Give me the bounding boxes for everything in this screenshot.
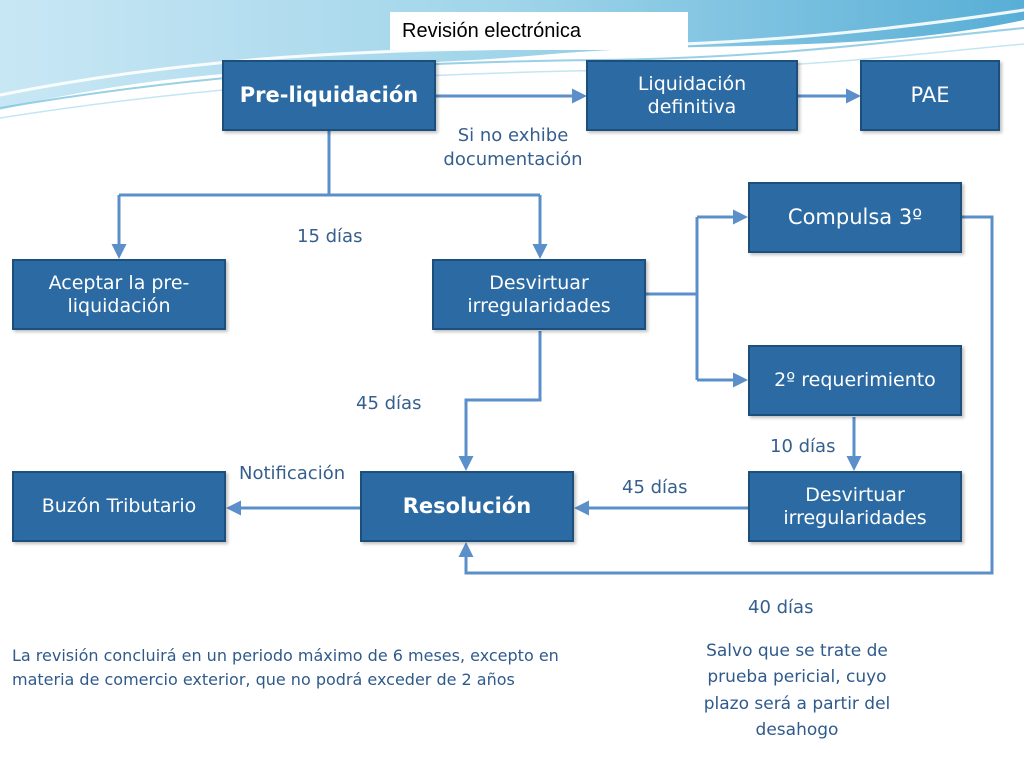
node-segundo-requerimiento: 2º requerimiento xyxy=(748,345,962,416)
node-resolucion: Resolución xyxy=(360,471,574,542)
label-10-dias: 10 días xyxy=(770,436,836,457)
label-notificacion: Notificación xyxy=(239,463,346,484)
node-desvirtuar-irregularidades-1: Desvirtuar irregularidades xyxy=(432,259,646,330)
node-desvirtuar-irregularidades-2: Desvirtuar irregularidades xyxy=(748,471,962,542)
node-buzon-tributario: Buzón Tributario xyxy=(12,471,226,542)
node-liquidacion-definitiva: Liquidación definitiva xyxy=(586,60,798,131)
node-pre-liquidacion: Pre-liquidación xyxy=(222,60,436,131)
label-45-dias-a: 45 días xyxy=(356,393,422,414)
label-15-dias: 15 días xyxy=(297,226,363,247)
header-wave-decoration xyxy=(0,0,1024,119)
note-prueba-pericial: Salvo que se trate de prueba pericial, c… xyxy=(703,641,891,741)
note-revision-plazo: La revisión concluirá en un periodo máxi… xyxy=(12,646,559,689)
label-45-dias-b: 45 días xyxy=(622,477,688,498)
arrow-desvirtuar1-to-resolucion xyxy=(458,331,542,471)
label-40-dias: 40 días xyxy=(748,597,814,618)
node-compulsa: Compulsa 3º xyxy=(748,182,962,253)
label-si-no-exhibe: Si no exhibe documentación xyxy=(443,125,583,171)
arrow-compulsa-loop xyxy=(458,215,994,575)
slide-title: Revisión electrónica xyxy=(390,12,688,50)
node-pae: PAE xyxy=(860,60,1000,131)
node-aceptar-pre-liquidacion: Aceptar la pre-liquidación xyxy=(12,259,226,330)
